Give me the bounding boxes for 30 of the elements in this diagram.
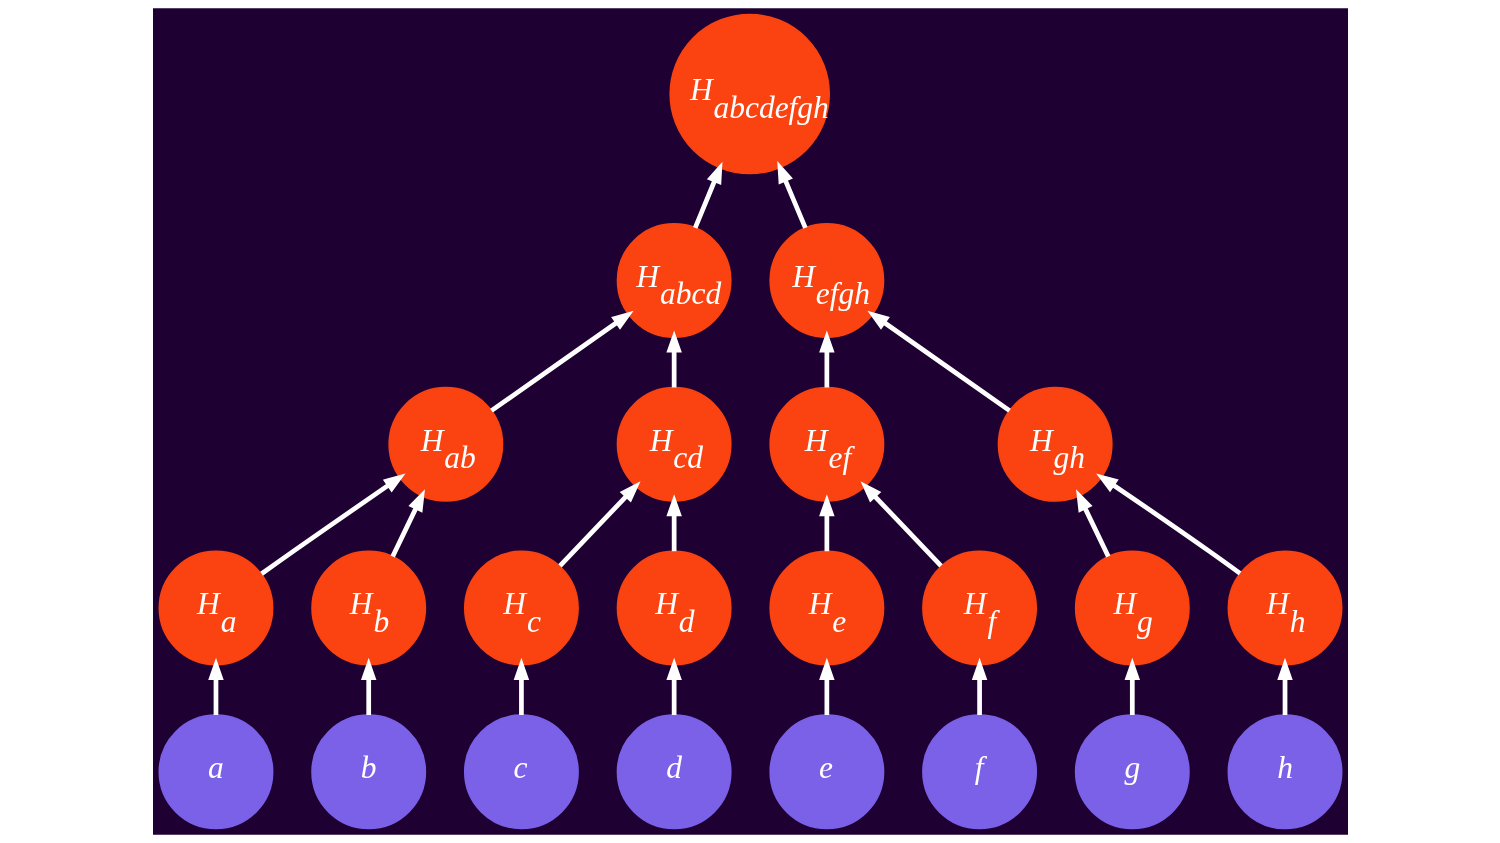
node-circle: h	[1227, 714, 1342, 830]
node-circle: c	[463, 714, 579, 830]
node-circle: e	[768, 714, 884, 830]
arrow	[818, 330, 835, 388]
arrow	[1075, 489, 1110, 558]
arrow	[390, 489, 425, 558]
arrow	[360, 657, 376, 715]
arrow	[513, 657, 529, 715]
arrow	[557, 481, 641, 568]
arrow	[866, 310, 1011, 413]
arrow	[971, 657, 987, 715]
arrow	[818, 657, 835, 715]
arrow	[859, 481, 943, 568]
arrow	[665, 330, 682, 388]
arrow	[776, 161, 808, 229]
arrow	[489, 310, 634, 413]
node-circle: a	[158, 714, 273, 830]
node-circle: f	[921, 714, 1037, 830]
arrow	[1276, 657, 1293, 715]
arrow	[692, 161, 722, 229]
arrow	[818, 494, 835, 552]
arrow	[1095, 473, 1241, 576]
node-circle: g	[1074, 714, 1190, 830]
arrow	[207, 657, 224, 715]
arrow	[665, 494, 682, 552]
arrow	[665, 657, 682, 715]
arrow	[1124, 657, 1140, 715]
arrow	[259, 473, 405, 576]
node-circle: b	[310, 714, 426, 830]
node-circle: d	[616, 714, 732, 830]
